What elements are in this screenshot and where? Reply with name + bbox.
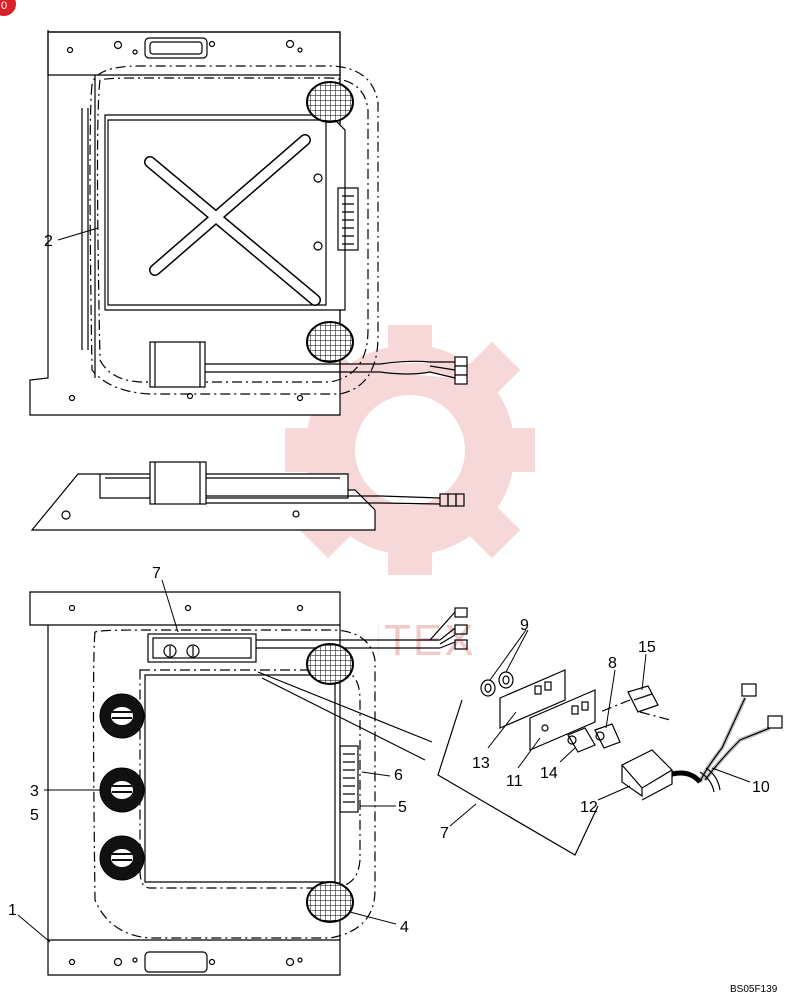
svg-text:15: 15 [638, 639, 656, 656]
callout-8: 8 [605, 655, 617, 729]
headliner-top-view [29, 30, 379, 416]
callout-4: 4 [349, 911, 409, 936]
svg-text:3: 3 [30, 783, 39, 800]
svg-text:5: 5 [30, 807, 39, 824]
vent-grille-top-lower [306, 321, 354, 363]
callout-2: 2 [44, 227, 99, 250]
callout-5: 5 [360, 799, 407, 816]
vent-grille-top-right [306, 81, 354, 123]
fan-motor-top-view [149, 341, 468, 388]
svg-text:10: 10 [752, 779, 770, 796]
vent-grille-bottom-upper [306, 643, 354, 685]
corner-badge: 0 [0, 0, 16, 16]
svg-text:6: 6 [394, 767, 403, 784]
callout-7-top: 7 [152, 565, 179, 633]
callout-11: 11 [506, 737, 541, 790]
svg-text:9: 9 [520, 617, 529, 634]
svg-text:8: 8 [608, 655, 617, 672]
callout-15: 15 [638, 639, 656, 691]
svg-text:1: 1 [8, 902, 17, 919]
svg-text:0: 0 [1, 0, 7, 12]
louver-vents [99, 693, 145, 881]
callout-6: 6 [361, 767, 403, 784]
callout-9: 9 [489, 617, 529, 681]
svg-text:11: 11 [506, 773, 523, 790]
callout-10: 10 [711, 767, 770, 796]
svg-text:5: 5 [398, 799, 407, 816]
svg-text:7: 7 [440, 825, 449, 842]
svg-text:7: 7 [152, 565, 161, 582]
callout-12: 12 [580, 785, 631, 816]
vent-grille-bottom-lower [306, 881, 354, 923]
svg-text:13: 13 [472, 755, 490, 772]
svg-text:2: 2 [44, 233, 53, 250]
callout-1: 1 [8, 902, 51, 943]
headliner-side-view [30, 461, 465, 531]
drawing-code: BS05F139 [730, 984, 778, 995]
exploded-control-assembly [437, 669, 783, 856]
callout-3: 3 5 [30, 783, 100, 824]
exploded-view-leaders [257, 671, 433, 761]
callout-14: 14 [540, 747, 576, 782]
callout-7-bottom: 7 [440, 803, 477, 842]
svg-text:4: 4 [400, 919, 409, 936]
svg-text:12: 12 [580, 799, 598, 816]
callout-13: 13 [472, 711, 517, 772]
svg-text:14: 14 [540, 765, 558, 782]
